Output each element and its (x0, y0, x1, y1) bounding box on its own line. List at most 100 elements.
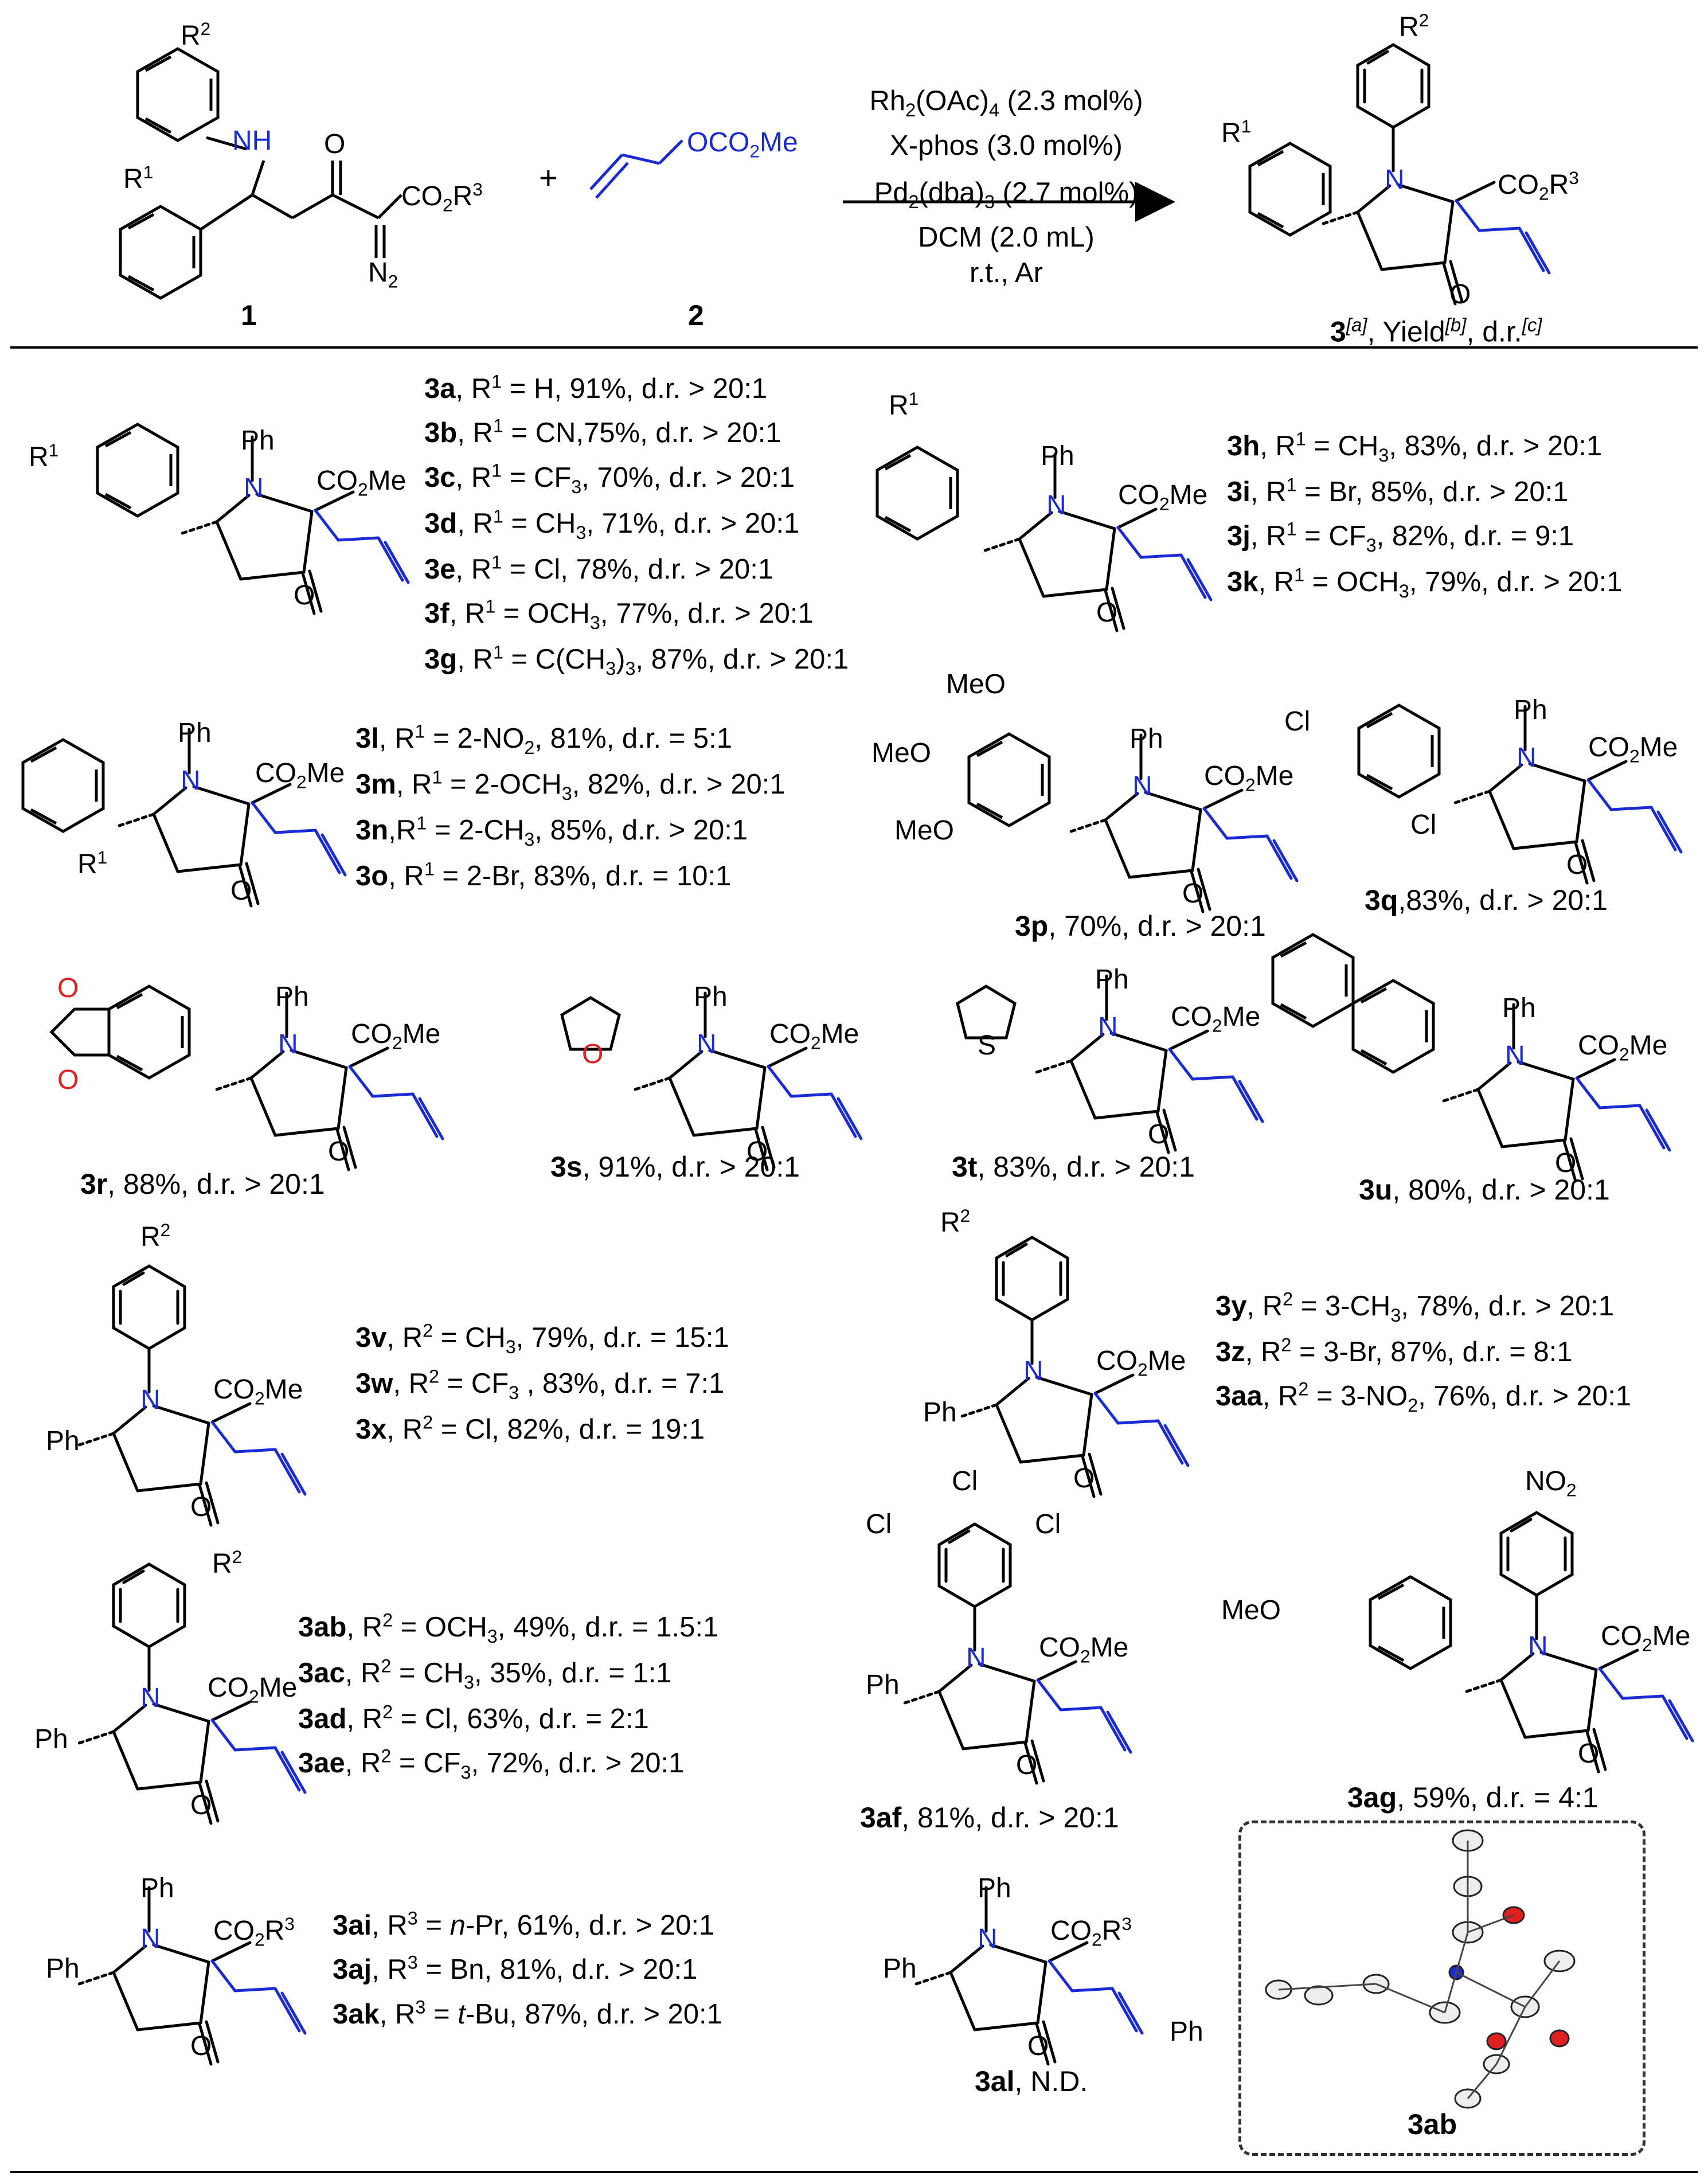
entry-3aj: 3aj, R3 = Bn, 81%, d.r. > 20:1 (333, 1952, 698, 1986)
label-ph: Ph (1502, 993, 1536, 1023)
entry-3ab: 3ab, R2 = OCH3, 49%, d.r. = 1.5:1 (298, 1609, 719, 1647)
top-divider (10, 346, 1698, 349)
xray-structure-panel (1238, 1820, 1646, 2156)
label-n: N (1517, 743, 1537, 773)
label-cl: Cl (1035, 1509, 1061, 1540)
label-r1: R1 (29, 440, 59, 472)
entry-3u: 3u, 80%, d.r. > 20:1 (1359, 1174, 1610, 1206)
entries-3a-3g: 3a, R1 = H, 91%, d.r. > 20:1 3b, R1 = CN… (424, 367, 849, 683)
label-n: N (1023, 1356, 1043, 1386)
label-meo: MeO (871, 738, 932, 768)
entry-3x: 3x, R2 = Cl, 82%, d.r. = 19:1 (355, 1412, 705, 1445)
label-o: O (1555, 1148, 1577, 1178)
label-n: N (966, 1643, 986, 1673)
label-co2me: CO2Me (208, 1673, 298, 1707)
label-ph: Ph (1095, 964, 1129, 995)
label-n: N (244, 473, 264, 503)
entry-3v: 3v, R2 = CH3, 79%, d.r. = 15:1 (355, 1320, 729, 1357)
label-co2r3: CO2R3 (213, 1913, 295, 1950)
xray-label: 3ab (1408, 2108, 1457, 2140)
entry-3r: 3r, 88%, d.r. > 20:1 (80, 1168, 325, 1200)
label-co2me: CO2Me (255, 758, 345, 792)
label-cl: Cl (866, 1509, 892, 1540)
label-n: N (1098, 1012, 1118, 1042)
condition-ligand: X-phos (3.0 mol%) (890, 130, 1123, 161)
entry-3g: 3g, R1 = C(CH3)3, 87%, d.r. > 20:1 (424, 642, 849, 679)
label-co2me: CO2Me (213, 1374, 303, 1409)
bottom-divider (10, 2171, 1698, 2173)
entry-3af: 3af, 81%, d.r. > 20:1 (860, 1802, 1119, 1834)
label-n: N (1132, 771, 1152, 802)
label-n: N (697, 1029, 717, 1060)
entry-3ae: 3ae, R2 = CF3, 72%, d.r. > 20:1 (298, 1745, 685, 1783)
product-co2r3: CO2R3 (1498, 167, 1579, 204)
label-cl: Cl (1284, 706, 1311, 737)
reactant1-label: 1 (241, 299, 257, 331)
entries-3l-3o: 3l, R1 = 2-NO2, 81%, d.r. = 5:1 3m, R1 =… (355, 717, 785, 898)
entry-3n: 3n,R1 = 2-CH3, 85%, d.r. > 20:1 (355, 812, 748, 850)
label-ph: Ph (883, 1954, 917, 1984)
label-o: O (190, 1790, 212, 1820)
label-ph: Ph (46, 1426, 80, 1456)
label-co2me: CO2Me (351, 1019, 441, 1053)
product-caption: 3[a], Yield[b], d.r.[c] (1330, 314, 1542, 348)
label-co2me: CO2Me (1096, 1346, 1186, 1380)
product-r2: R2 (1399, 10, 1429, 42)
entry-3ag: 3ag, 59%, d.r. = 4:1 (1347, 1781, 1598, 1814)
label-ph: Ph (1514, 695, 1547, 725)
label-ph: Ph (694, 982, 728, 1012)
substituent-r1: R1 (123, 162, 154, 194)
label-co2me: CO2Me (1118, 480, 1208, 514)
product-r1: R1 (1221, 116, 1252, 149)
entries-3v-3x: 3v, R2 = CH3, 79%, d.r. = 15:1 3w, R2 = … (355, 1316, 729, 1452)
entry-3m: 3m, R1 = 2-OCH3, 82%, d.r. > 20:1 (355, 767, 785, 804)
label-o: O (328, 1136, 350, 1167)
label-o: O (190, 2031, 212, 2061)
entry-3l: 3l, R1 = 2-NO2, 81%, d.r. = 5:1 (355, 721, 732, 758)
entry-3aa: 3aa, R2 = 3-NO2, 76%, d.r. > 20:1 (1215, 1378, 1632, 1416)
label-o: O (1016, 1750, 1038, 1780)
substituent-r2: R2 (181, 18, 211, 51)
entry-3f: 3f, R1 = OCH3, 77%, d.r. > 20:1 (424, 596, 814, 633)
entry-3e: 3e, R1 = Cl, 78%, d.r. > 20:1 (424, 552, 774, 585)
entry-3j: 3j, R1 = CF3, 82%, d.r. = 9:1 (1227, 518, 1574, 556)
plus-sign: + (539, 159, 558, 196)
label-no2: NO2 (1525, 1466, 1577, 1501)
entry-3ak: 3ak, R3 = t-Bu, 87%, d.r. > 20:1 (333, 1997, 722, 2030)
label-o: O (1182, 878, 1204, 909)
label-ph: Ph (923, 1397, 957, 1428)
label-o: O (1027, 2031, 1049, 2061)
reactant2-carbonate: OCO2Me (687, 127, 798, 162)
label-r2: R2 (212, 1546, 243, 1579)
entry-3t: 3t, 83%, d.r. > 20:1 (952, 1151, 1195, 1183)
label-co2me: CO2Me (1601, 1621, 1691, 1655)
label-o-dioxane: O (57, 973, 79, 1003)
label-n: N (140, 1385, 161, 1415)
label-o: O (1096, 597, 1118, 628)
label-ph: Ph (978, 1873, 1011, 1904)
label-co2me: CO2Me (316, 466, 407, 500)
entry-3p: 3p, 70%, d.r. > 20:1 (1015, 910, 1266, 942)
label-o: O (294, 580, 315, 611)
label-co2r3: CO2R3 (1050, 1913, 1132, 1950)
entry-3al: 3al, N.D. (975, 2065, 1088, 2097)
label-o-furan: O (582, 1039, 604, 1069)
entry-3d: 3d, R1 = CH3, 71%, d.r. > 20:1 (424, 506, 800, 543)
label-o: O (1073, 1463, 1095, 1494)
label-co2me: CO2Me (1578, 1030, 1668, 1065)
label-o: O (1578, 1738, 1600, 1769)
label-s-thiophene: S (978, 1030, 996, 1061)
condition-temperature: r.t., Ar (970, 257, 1043, 288)
label-r1: R1 (77, 847, 108, 880)
label-ph: Ph (140, 1873, 174, 1904)
label-co2me: CO2Me (1039, 1632, 1129, 1667)
entry-3a: 3a, R1 = H, 91%, d.r. > 20:1 (424, 371, 768, 404)
label-r2: R2 (140, 1220, 171, 1252)
ester-co2r3: CO2R3 (401, 179, 483, 216)
reactant2-label: 2 (688, 299, 704, 331)
entry-3o: 3o, R1 = 2-Br, 83%, d.r. = 10:1 (355, 858, 732, 892)
label-ph: Ph (866, 1670, 900, 1700)
label-o: O (1148, 1119, 1170, 1150)
label-o-dioxane: O (57, 1065, 79, 1095)
